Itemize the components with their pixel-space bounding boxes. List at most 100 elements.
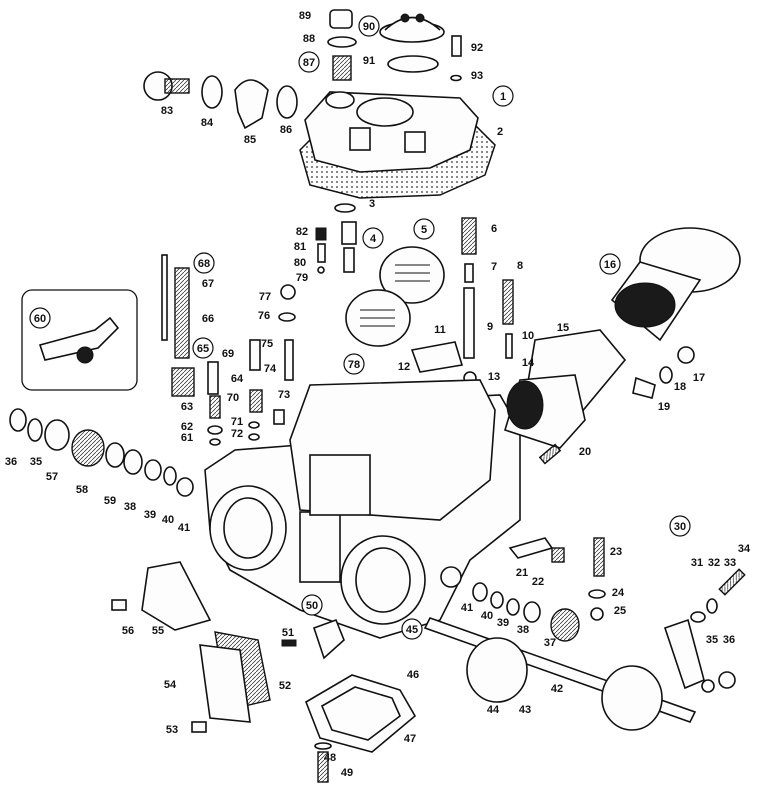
- callout-72: 72: [231, 428, 243, 440]
- callout-number: 71: [231, 416, 243, 428]
- callout-48: 48: [324, 752, 336, 764]
- top-cover: [304, 91, 479, 173]
- callout-number: 54: [164, 679, 177, 691]
- callout-55: 55: [152, 625, 164, 637]
- callout-20: 20: [579, 446, 591, 458]
- callout-16: 16: [599, 253, 621, 275]
- callout-7: 7: [491, 261, 497, 273]
- callout-38: 38: [124, 501, 136, 513]
- callout-30: 30: [669, 515, 691, 537]
- callout-38: 38: [517, 624, 529, 636]
- callout-19: 19: [658, 401, 670, 413]
- callout-56: 56: [122, 625, 134, 637]
- callout-70: 70: [227, 392, 239, 404]
- banjo-fitting-parts: [143, 71, 298, 130]
- callout-number: 40: [162, 514, 174, 526]
- callout-41: 41: [461, 602, 473, 614]
- callout-number: 38: [124, 501, 136, 513]
- bottom-cover-47: [305, 674, 417, 753]
- callout-number: 60: [34, 313, 46, 325]
- air-filter-cap: [379, 13, 445, 43]
- callout-number: 4: [370, 233, 377, 245]
- plug-22: [551, 547, 565, 563]
- callout-91: 91: [363, 55, 375, 67]
- callout-number: 48: [324, 752, 336, 764]
- callout-85: 85: [244, 134, 256, 146]
- callout-number: 61: [181, 432, 193, 444]
- callout-number: 35: [706, 634, 718, 646]
- callout-73: 73: [278, 389, 290, 401]
- callout-number: 36: [5, 456, 17, 468]
- callout-15: 15: [557, 322, 569, 334]
- callout-83: 83: [161, 105, 173, 117]
- callout-number: 1: [500, 91, 506, 103]
- callout-number: 56: [122, 625, 134, 637]
- callout-74: 74: [264, 363, 277, 375]
- callout-circle: [192, 337, 214, 359]
- callout-12: 12: [398, 361, 410, 373]
- left-cover-55: [141, 561, 212, 631]
- callout-69: 69: [222, 348, 234, 360]
- callout-number: 69: [222, 348, 234, 360]
- callout-number: 17: [693, 372, 705, 384]
- callout-87: 87: [298, 51, 320, 73]
- callout-number: 58: [76, 484, 88, 496]
- callout-number: 22: [532, 576, 544, 588]
- callout-number: 75: [261, 338, 273, 350]
- callout-80: 80: [294, 257, 306, 269]
- left-washer-stack: [9, 408, 194, 497]
- callout-number: 20: [579, 446, 591, 458]
- callout-number: 78: [348, 359, 360, 371]
- small-nuts-right: [538, 346, 695, 465]
- callout-79: 79: [296, 272, 308, 284]
- callout-number: 23: [610, 546, 622, 558]
- pump-jet-parts: [248, 284, 296, 441]
- carburetor-body: [204, 379, 521, 639]
- callout-number: 36: [723, 634, 735, 646]
- callout-circle: [29, 307, 51, 329]
- callout-number: 18: [674, 381, 686, 393]
- callout-number: 87: [303, 57, 315, 69]
- callout-number: 73: [278, 389, 290, 401]
- callout-41: 41: [178, 522, 190, 534]
- callout-3: 3: [369, 198, 375, 210]
- callout-90: 90: [358, 15, 380, 37]
- callout-86: 86: [280, 124, 292, 136]
- callout-number: 55: [152, 625, 164, 637]
- callout-number: 91: [363, 55, 375, 67]
- callout-number: 81: [294, 241, 306, 253]
- callout-number: 41: [178, 522, 190, 534]
- washer-88: [327, 36, 357, 48]
- callout-13: 13: [488, 371, 500, 383]
- needle-valve-parts: [315, 221, 357, 274]
- callout-1: 1: [492, 85, 514, 107]
- screw-92: [451, 35, 462, 57]
- callout-5: 5: [413, 218, 435, 240]
- callout-number: 93: [471, 70, 483, 82]
- gasket-ring-91: [387, 55, 439, 73]
- callout-number: 42: [551, 683, 563, 695]
- throttle-spindle-42: [423, 617, 697, 731]
- callout-50: 50: [301, 594, 323, 616]
- screws-left: [111, 599, 297, 733]
- callout-66: 66: [202, 313, 214, 325]
- callout-number: 45: [406, 624, 418, 636]
- inset-detail-box: [21, 289, 138, 391]
- callout-circle: [301, 594, 323, 616]
- callout-number: 83: [161, 105, 173, 117]
- callout-number: 89: [299, 10, 311, 22]
- callout-18: 18: [674, 381, 686, 393]
- callout-63: 63: [181, 401, 193, 413]
- callout-number: 92: [471, 42, 483, 54]
- callout-number: 53: [166, 724, 178, 736]
- callout-number: 46: [407, 669, 419, 681]
- callout-25: 25: [614, 605, 626, 617]
- callout-circle: [413, 218, 435, 240]
- callout-number: 35: [30, 456, 42, 468]
- callout-number: 65: [197, 343, 209, 355]
- callout-number: 7: [491, 261, 497, 273]
- callout-82: 82: [296, 226, 308, 238]
- callout-33: 33: [724, 557, 736, 569]
- callout-number: 6: [491, 223, 497, 235]
